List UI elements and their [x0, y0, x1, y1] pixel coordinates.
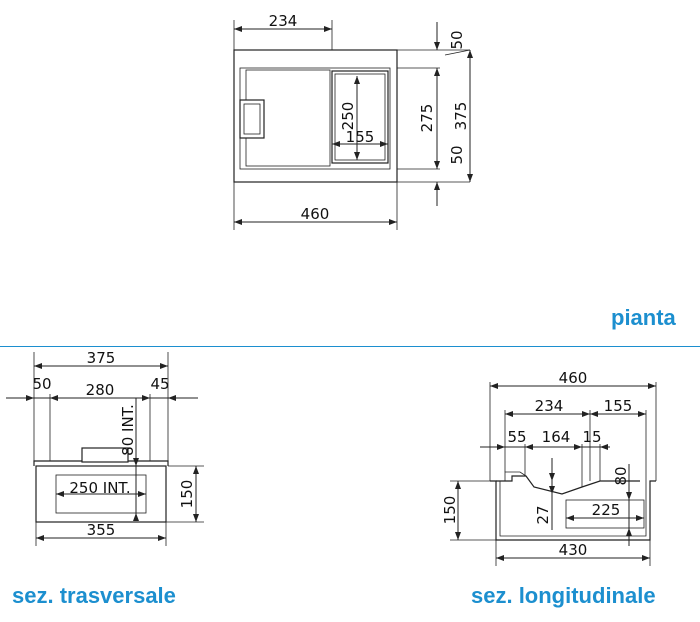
longitudinal-dim-430: 430	[559, 541, 588, 559]
longitudinal-dim-164: 164	[542, 428, 571, 446]
longitudinal-dim-55: 55	[507, 428, 526, 446]
longitudinal-dim-225: 225	[592, 501, 621, 519]
longitudinal-dim-234: 234	[535, 397, 564, 415]
longitudinal-dim-155: 155	[604, 397, 633, 415]
longitudinal-dim-460: 460	[559, 369, 588, 387]
transverse-handle	[81, 447, 129, 463]
transverse-dim-375: 375	[87, 349, 116, 367]
plan-view-title: pianta	[611, 305, 676, 330]
transverse-dim-150: 150	[178, 480, 196, 509]
longitudinal-inner-tray	[565, 499, 645, 529]
transverse-section-title: sez. trasversale	[12, 583, 176, 608]
longitudinal-section-title: sez. longitudinale	[471, 583, 656, 608]
plan-dim-275: 275	[418, 104, 436, 133]
transverse-dim-250-int: 250 INT.	[69, 479, 130, 497]
plan-right-compartment-inner	[334, 73, 386, 161]
section-separator	[0, 346, 700, 347]
transverse-dim-80-int: 80 INT.	[119, 404, 137, 456]
longitudinal-dim-15: 15	[582, 428, 601, 446]
plan-right-compartment	[331, 70, 389, 164]
plan-dim-375: 375	[452, 102, 470, 131]
longitudinal-section: 460 234 155 55 164 15 80 27 225	[441, 369, 657, 566]
transverse-dim-280: 280	[86, 381, 115, 399]
plan-dim-250: 250	[339, 102, 357, 131]
transverse-dim-355: 355	[87, 521, 116, 539]
transverse-section: 375 50 280 45 80 INT. 250 INT. 150 35	[6, 349, 204, 546]
plan-dim-155: 155	[346, 128, 375, 146]
longitudinal-dim-27: 27	[534, 505, 552, 524]
longitudinal-dim-80: 80	[612, 466, 630, 485]
longitudinal-dim-150: 150	[441, 496, 459, 525]
plan-handle-inner	[243, 103, 261, 135]
transverse-dim-45: 45	[150, 375, 169, 393]
plan-dim-50-top: 50	[448, 30, 466, 49]
plan-dim-50-bottom: 50	[448, 145, 466, 164]
transverse-dim-50: 50	[32, 375, 51, 393]
plan-dim-460: 460	[301, 205, 330, 223]
plan-view: 234 50 275 50 375 250 155	[233, 12, 473, 230]
plan-dim-234: 234	[269, 12, 298, 30]
